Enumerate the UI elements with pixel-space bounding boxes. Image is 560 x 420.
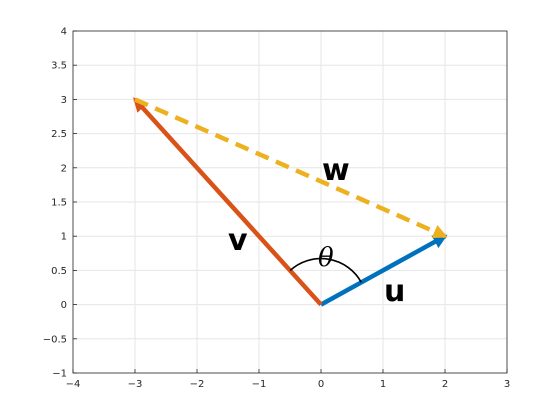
vector-u-label: u xyxy=(384,274,405,309)
x-tick-label: −3 xyxy=(128,379,143,390)
y-tick-label: 2 xyxy=(61,163,67,174)
y-tick-label: −0.5 xyxy=(43,334,67,345)
x-tick-label: 3 xyxy=(504,379,510,390)
y-tick-label: 1 xyxy=(61,232,67,243)
angle-theta-label: θ xyxy=(318,243,334,273)
vector-w xyxy=(134,97,448,239)
y-tick-label: 2.5 xyxy=(51,129,67,140)
y-tick-label: 1.5 xyxy=(51,198,67,209)
x-tick-label: 0 xyxy=(318,379,324,390)
y-tick-label: 0 xyxy=(61,300,67,311)
x-tick-label: 1 xyxy=(380,379,386,390)
vector-v xyxy=(133,97,323,307)
y-tick-label: 4 xyxy=(61,27,67,38)
angle-arc xyxy=(289,257,363,283)
vector-u xyxy=(319,234,448,307)
y-tick-label: 3.5 xyxy=(51,61,67,72)
y-tick-label: 3 xyxy=(61,95,67,106)
vectors xyxy=(133,97,448,307)
x-tick-label: 2 xyxy=(442,379,448,390)
axes-frame xyxy=(72,30,508,374)
x-tick-label: −2 xyxy=(190,379,205,390)
x-tick-label: −4 xyxy=(66,379,81,390)
vector-v-label: v xyxy=(228,223,248,258)
y-tick-label: −1 xyxy=(52,369,67,380)
vector-w-label: w xyxy=(322,153,350,188)
y-axis-ticks: −1 −0.5 0 0.5 1 1.5 2 2.5 3 3.5 4 xyxy=(43,27,77,380)
y-tick-label: 0.5 xyxy=(51,266,67,277)
x-tick-label: −1 xyxy=(252,379,267,390)
